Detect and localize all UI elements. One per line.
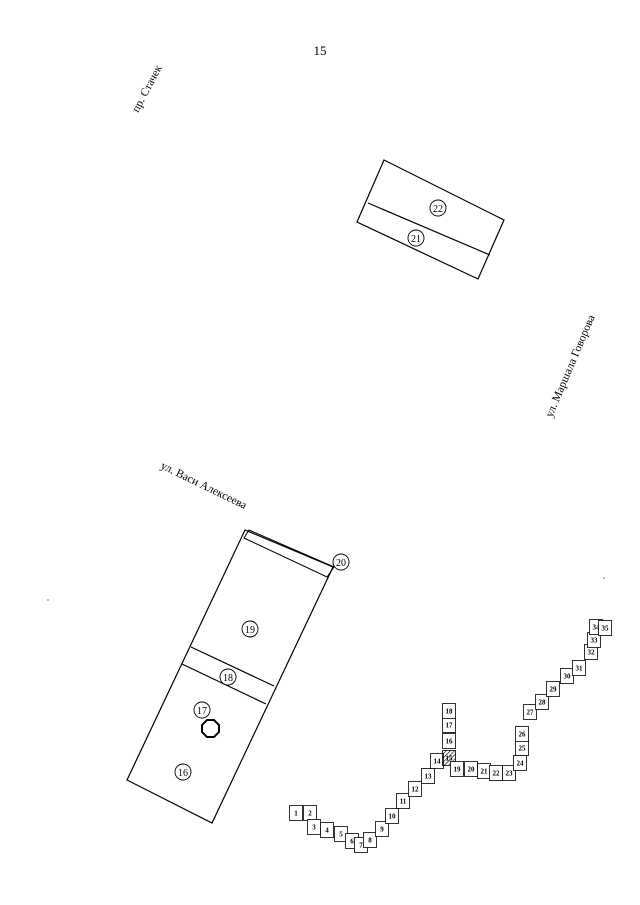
zone-label-22: 22 xyxy=(433,204,443,215)
route-label-32: 32 xyxy=(588,649,596,657)
route-square-26 xyxy=(515,726,529,742)
route-label-31: 31 xyxy=(576,665,584,673)
zone-marker-19 xyxy=(241,620,259,638)
street-label-alekseeva: ул. Васи Алексеева xyxy=(159,460,249,512)
page-number: 15 xyxy=(313,43,327,58)
route-label-20: 20 xyxy=(468,766,476,774)
route-label-28: 28 xyxy=(539,699,547,707)
street-label-govorova: ул. Маршала Говорова xyxy=(544,313,598,419)
route-square-4 xyxy=(320,822,334,838)
route-square-27 xyxy=(523,704,537,720)
zone-marker-21 xyxy=(407,229,425,247)
zone-label-20: 20 xyxy=(336,558,346,569)
route-label-8: 8 xyxy=(368,837,372,845)
route-square-1 xyxy=(289,805,303,821)
octagon-structure xyxy=(201,719,220,738)
zone-marker-22 xyxy=(429,199,447,217)
route-label-35: 35 xyxy=(602,625,610,633)
route-label-7: 7 xyxy=(359,842,363,850)
route-square-12 xyxy=(408,781,422,797)
route-label-27: 27 xyxy=(527,709,535,717)
route-label-24: 24 xyxy=(517,760,525,768)
route-label-3: 3 xyxy=(312,824,316,832)
route-label-15: 15 xyxy=(446,755,454,763)
zone-marker-18 xyxy=(219,668,237,686)
route-square-16 xyxy=(442,733,456,749)
route-square-29 xyxy=(546,681,560,697)
route-label-34: 34 xyxy=(593,624,601,632)
route-label-16: 16 xyxy=(446,738,454,746)
route-square-13 xyxy=(421,768,435,784)
zone-label-19: 19 xyxy=(245,625,255,636)
zone-label-17: 17 xyxy=(197,706,207,717)
route-label-5: 5 xyxy=(339,831,343,839)
route-label-30: 30 xyxy=(564,673,572,681)
route-label-26: 26 xyxy=(519,731,527,739)
route-label-17: 17 xyxy=(446,722,454,730)
building-lower: 20 19 18 17 16 xyxy=(126,529,350,824)
route-label-29: 29 xyxy=(550,686,558,694)
route-label-11: 11 xyxy=(400,798,407,806)
route-label-22: 22 xyxy=(493,770,501,778)
route-label-23: 23 xyxy=(506,770,514,778)
route-square-31 xyxy=(572,660,586,676)
route-square-10 xyxy=(385,808,399,824)
zone-marker-20 xyxy=(332,553,350,571)
route-square-35 xyxy=(598,620,612,636)
route-label-14: 14 xyxy=(434,758,442,766)
street-label-stachek: пр. Стачек xyxy=(130,63,165,114)
zone-label-16: 16 xyxy=(178,768,188,779)
route-square-18 xyxy=(442,703,456,719)
route-label-19: 19 xyxy=(454,766,462,774)
route-square-11 xyxy=(396,793,410,809)
route-label-9: 9 xyxy=(380,826,384,834)
route-square-30 xyxy=(560,668,574,684)
route-label-4: 4 xyxy=(325,827,329,835)
route-label-25: 25 xyxy=(519,745,527,753)
building-upper: 22 21 xyxy=(356,159,505,280)
zone-marker-17 xyxy=(193,701,211,719)
route-label-13: 13 xyxy=(425,773,433,781)
route-label-18: 18 xyxy=(446,708,454,716)
route-square-23 xyxy=(502,765,516,781)
zone-label-18: 18 xyxy=(223,673,233,684)
route-square-8 xyxy=(363,832,377,848)
route-label-12: 12 xyxy=(412,786,420,794)
route-label-1: 1 xyxy=(294,810,298,818)
route-label-6: 6 xyxy=(350,838,354,846)
route-square-19 xyxy=(450,761,464,777)
route-label-33: 33 xyxy=(591,637,599,645)
route-square-28 xyxy=(535,694,549,710)
zone-marker-16 xyxy=(174,763,192,781)
zone-label-21: 21 xyxy=(411,234,421,245)
route-label-2: 2 xyxy=(308,810,312,818)
route-square-9 xyxy=(375,821,389,837)
route-label-21: 21 xyxy=(481,768,489,776)
route-label-10: 10 xyxy=(389,813,397,821)
